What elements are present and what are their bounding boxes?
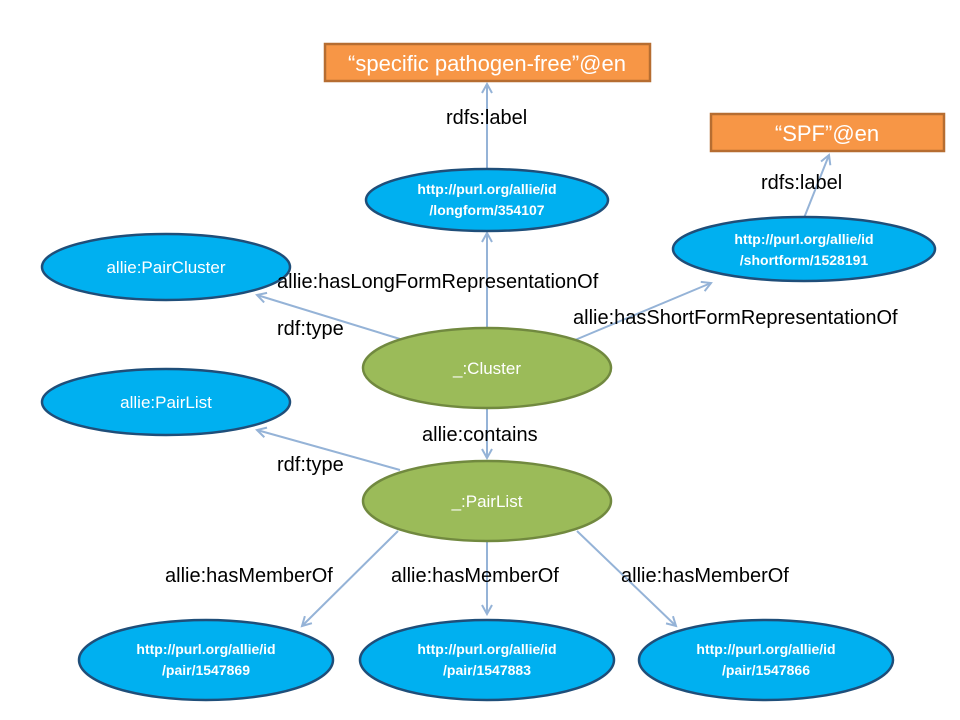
node-pair-1-line1: http://purl.org/allie/id bbox=[136, 641, 275, 657]
edge-label-member-1: allie:hasMemberOf bbox=[165, 565, 333, 587]
node-longform[interactable]: http://purl.org/allie/id /longform/35410… bbox=[364, 167, 610, 233]
literal-long[interactable]: “specific pathogen-free”@en bbox=[323, 42, 652, 83]
node-longform-line1: http://purl.org/allie/id bbox=[417, 181, 556, 197]
node-pairlist[interactable]: _:PairList bbox=[361, 459, 613, 543]
node-shortform-line2: /shortform/1528191 bbox=[740, 252, 869, 268]
node-pair-2[interactable]: http://purl.org/allie/id /pair/1547883 bbox=[358, 618, 616, 702]
node-pair-cluster-class[interactable]: allie:PairCluster bbox=[40, 232, 292, 302]
node-longform-line2: /longform/354107 bbox=[429, 202, 544, 218]
node-pair-cluster-text: allie:PairCluster bbox=[106, 258, 225, 277]
edge-member-1 bbox=[302, 530, 399, 626]
node-pair-1[interactable]: http://purl.org/allie/id /pair/1547869 bbox=[77, 618, 335, 702]
edge-pairlist-type bbox=[257, 430, 401, 471]
node-pair-list-class-text: allie:PairList bbox=[120, 393, 212, 412]
edge-label-pairlist-rdf-type: rdf:type bbox=[277, 454, 344, 476]
edge-label-has-long-form: allie:hasLongFormRepresentationOf bbox=[277, 271, 599, 293]
edge-label-member-2: allie:hasMemberOf bbox=[391, 565, 559, 587]
edge-label-shortform-rdfs-label: rdfs:label bbox=[761, 172, 842, 194]
edge-label-contains: allie:contains bbox=[422, 424, 538, 446]
node-shortform[interactable]: http://purl.org/allie/id /shortform/1528… bbox=[671, 215, 937, 283]
literal-short[interactable]: “SPF”@en bbox=[709, 112, 946, 153]
node-pair-list-class[interactable]: allie:PairList bbox=[40, 367, 292, 437]
edge-label-member-3: allie:hasMemberOf bbox=[621, 565, 789, 587]
node-pair-3-line2: /pair/1547866 bbox=[722, 662, 810, 678]
edge-member-3 bbox=[576, 530, 676, 626]
node-cluster-text: _:Cluster bbox=[452, 359, 521, 378]
edge-cluster-type bbox=[257, 295, 401, 340]
edge-shortform-label bbox=[803, 155, 829, 219]
node-pair-1-line2: /pair/1547869 bbox=[162, 662, 250, 678]
node-shortform-line1: http://purl.org/allie/id bbox=[734, 231, 873, 247]
node-pair-3[interactable]: http://purl.org/allie/id /pair/1547866 bbox=[637, 618, 895, 702]
edge-label-cluster-rdf-type: rdf:type bbox=[277, 318, 344, 340]
literal-long-text: “specific pathogen-free”@en bbox=[348, 51, 626, 76]
literal-short-text: “SPF”@en bbox=[775, 121, 879, 146]
edge-cluster-shortform bbox=[574, 283, 711, 341]
edge-label-has-short-form: allie:hasShortFormRepresentationOf bbox=[573, 307, 898, 329]
node-pair-2-line1: http://purl.org/allie/id bbox=[417, 641, 556, 657]
node-pair-3-line1: http://purl.org/allie/id bbox=[696, 641, 835, 657]
edge-label-longform-rdfs-label: rdfs:label bbox=[446, 107, 527, 129]
node-pairlist-text: _:PairList bbox=[451, 492, 523, 511]
node-pair-2-line2: /pair/1547883 bbox=[443, 662, 531, 678]
node-cluster[interactable]: _:Cluster bbox=[361, 326, 613, 410]
